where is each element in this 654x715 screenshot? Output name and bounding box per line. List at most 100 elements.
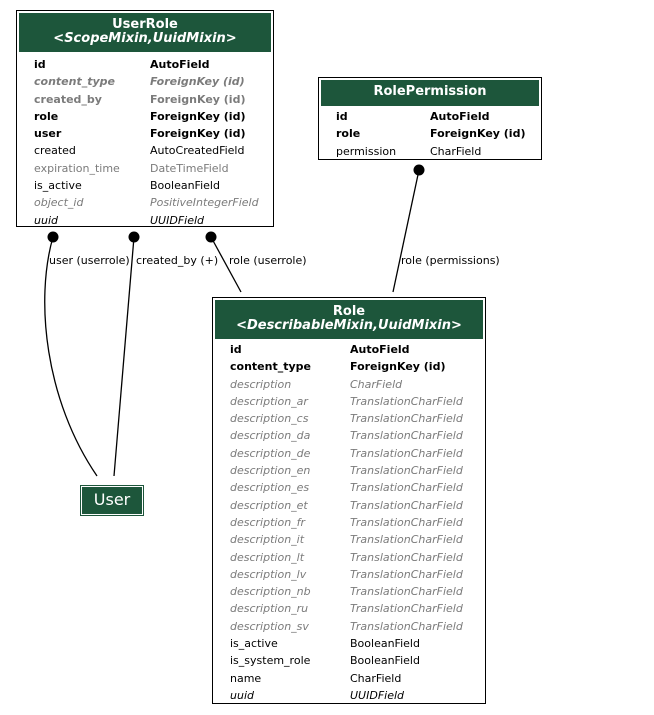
edge-label-created-by: created_by (+) xyxy=(136,254,219,267)
field-name: expiration_time xyxy=(34,161,120,175)
field-name: uuid xyxy=(230,688,254,702)
field-type: TranslationCharField xyxy=(350,412,463,426)
field-type: BooleanField xyxy=(150,179,220,193)
field-name: description xyxy=(230,377,292,391)
field-row: description_cs TranslationCharField xyxy=(213,410,485,427)
model-header: RolePermission xyxy=(320,79,540,107)
edge-label-role-userrole: role (userrole) xyxy=(229,254,307,267)
field-name: description_lv xyxy=(230,567,307,581)
edge-created-by xyxy=(113,236,135,477)
field-row: description_fr TranslationCharField xyxy=(213,514,485,531)
field-type: TranslationCharField xyxy=(350,515,463,529)
field-name: description_ru xyxy=(230,602,309,616)
field-name: description_ar xyxy=(230,394,308,408)
field-type: AutoCreatedField xyxy=(150,144,245,158)
edge-role-to-permissions xyxy=(392,169,420,293)
model-title: UserRole xyxy=(112,17,178,32)
model-mixins: <ScopeMixin,UuidMixin> xyxy=(53,31,237,46)
field-row: created AutoCreatedField xyxy=(17,142,273,159)
edge-label-user-userrole: user (userrole) xyxy=(49,254,130,267)
field-row: id AutoField xyxy=(319,108,541,125)
field-type: TranslationCharField xyxy=(350,602,463,616)
field-type: DateTimeField xyxy=(150,161,229,175)
field-row: object_id PositiveIntegerField xyxy=(17,194,273,211)
field-name: description_cs xyxy=(230,412,309,426)
field-type: TranslationCharField xyxy=(350,446,463,460)
edge-endpoint-dot xyxy=(413,164,425,176)
field-type: TranslationCharField xyxy=(350,619,463,633)
edge-label-role-permissions: role (permissions) xyxy=(401,254,500,267)
field-row: description CharField xyxy=(213,376,485,393)
field-name: id xyxy=(336,110,348,123)
field-name: content_type xyxy=(34,75,115,89)
field-name: description_fr xyxy=(230,515,306,529)
field-type: AutoField xyxy=(350,343,410,356)
field-type: BooleanField xyxy=(350,637,420,651)
field-type: AutoField xyxy=(430,110,490,123)
field-type: TranslationCharField xyxy=(350,498,463,512)
field-type: TranslationCharField xyxy=(350,481,463,495)
model-header: UserRole <ScopeMixin,UuidMixin> xyxy=(18,12,272,53)
field-type: TranslationCharField xyxy=(350,429,463,443)
field-type: CharField xyxy=(430,144,482,158)
field-row: expiration_time DateTimeField xyxy=(17,160,273,177)
field-row: description_ru TranslationCharField xyxy=(213,600,485,617)
field-type: ForeignKey (id) xyxy=(150,75,245,89)
field-type: ForeignKey (id) xyxy=(150,92,246,106)
field-type: TranslationCharField xyxy=(350,550,463,564)
field-name: created xyxy=(34,144,76,158)
model-title: RolePermission xyxy=(373,84,487,99)
field-row: description_lv TranslationCharField xyxy=(213,566,485,583)
field-name: role xyxy=(34,109,59,123)
field-name: description_da xyxy=(230,429,311,443)
field-name: description_en xyxy=(230,464,311,478)
field-name: description_es xyxy=(230,481,310,495)
field-row: is_active BooleanField xyxy=(213,635,485,652)
field-type: TranslationCharField xyxy=(350,567,463,581)
field-name: id xyxy=(34,58,46,71)
model-title: Role xyxy=(332,304,366,319)
field-name: is_active xyxy=(34,179,82,193)
field-type: TranslationCharField xyxy=(350,585,463,599)
field-type: ForeignKey (id) xyxy=(150,127,246,141)
field-type: UUIDField xyxy=(150,213,205,227)
field-row: description_de TranslationCharField xyxy=(213,445,485,462)
edge-endpoint-dot xyxy=(128,231,140,243)
model-header: Role <DescribableMixin,UuidMixin> xyxy=(214,299,484,340)
field-type: CharField xyxy=(350,377,403,391)
field-name: is_system_role xyxy=(230,654,311,668)
field-name: description_nb xyxy=(230,585,311,599)
field-name: is_active xyxy=(230,637,278,651)
edge-endpoint-dot xyxy=(47,231,59,243)
field-type: PositiveIntegerField xyxy=(150,196,259,210)
field-row: content_type ForeignKey (id) xyxy=(17,73,273,90)
model-user[interactable]: User xyxy=(80,485,144,516)
field-type: CharField xyxy=(350,671,402,685)
field-name: description_de xyxy=(230,446,311,460)
field-name: role xyxy=(336,127,361,141)
field-name: description_it xyxy=(230,533,305,547)
field-name: object_id xyxy=(34,196,84,210)
